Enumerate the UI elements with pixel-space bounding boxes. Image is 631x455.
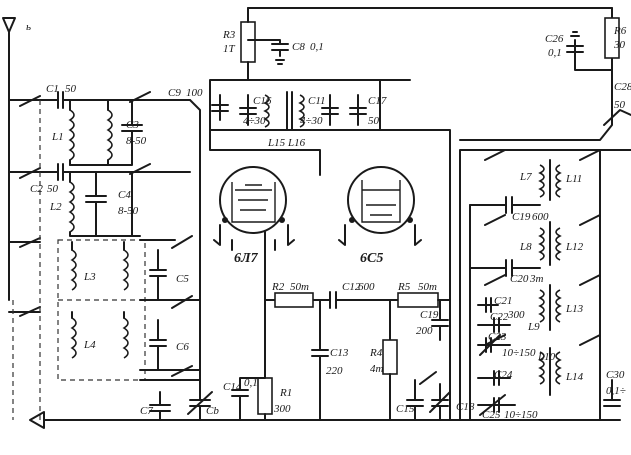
label-c13: C13: [330, 347, 349, 359]
label-l7: L7: [519, 171, 532, 183]
left-input-network: [8, 91, 621, 429]
tube1-label: 6Л7: [234, 251, 259, 266]
label-l12: L12: [565, 241, 584, 253]
label-c11-val: 4÷30: [300, 115, 323, 127]
label-c6: C6: [176, 341, 189, 353]
label-c16: C16: [253, 95, 272, 107]
label-c4: C4: [118, 189, 131, 201]
label-c2-val: 50: [47, 183, 59, 195]
label-r3: R3: [222, 29, 236, 41]
label-l15: L15: [267, 137, 286, 149]
label-c14-val: 0,1: [244, 377, 258, 389]
label-r6: R6: [613, 25, 627, 37]
tube-6l7: 6Л7: [213, 166, 295, 266]
label-l9: L9: [527, 321, 540, 333]
label-c8: C8: [292, 41, 305, 53]
label-c23: C23: [488, 331, 507, 343]
resistor-r4: [382, 339, 398, 375]
tube-6c5: 6С5: [338, 166, 422, 266]
component-labels: R3 1T C8 0,1 C26 0,1 R6 30 C28 50 C1 50 …: [30, 25, 631, 421]
label-r4-val: 4т: [370, 363, 384, 375]
label-r3-val: 1T: [223, 43, 236, 55]
label-c12: C12: [342, 281, 361, 293]
label-c5: C5: [176, 273, 189, 285]
label-c25: C25: [482, 409, 501, 421]
label-c13-val: 220: [326, 365, 343, 377]
label-c11: C11: [308, 95, 326, 107]
label-c20: C20: [510, 273, 529, 285]
antenna-mark: ь: [26, 21, 31, 33]
label-c16-val: 4÷30: [243, 115, 266, 127]
label-r1: R1: [279, 387, 292, 399]
tube2-label: 6С5: [360, 251, 383, 266]
label-l3: L3: [83, 271, 96, 283]
label-l1: L1: [51, 131, 64, 143]
top-supply: [209, 7, 631, 421]
label-r5: R5: [397, 281, 411, 293]
label-c19: C19: [420, 309, 439, 321]
label-r4: R4: [369, 347, 383, 359]
label-c25-val: 10÷150: [504, 409, 538, 421]
label-l16: L16: [287, 137, 306, 149]
label-r5-val: 50т: [418, 281, 437, 293]
label-r1-val: 300: [273, 403, 291, 415]
label-c19-val: 200: [416, 325, 433, 337]
label-c1: C1: [46, 83, 59, 95]
label-c18: C18: [456, 401, 475, 413]
label-r6-val: 30: [613, 39, 626, 51]
label-l8: L8: [519, 241, 532, 253]
label-l10: L10: [537, 351, 556, 363]
label-c14: C14: [223, 381, 242, 393]
resistor-r3: [240, 21, 256, 63]
label-c26: C26: [545, 33, 564, 45]
label-l2: L2: [49, 201, 62, 213]
label-c30-val: 0,1÷: [606, 385, 626, 397]
label-c3: C3: [126, 119, 139, 131]
label-c21: C21: [494, 295, 512, 307]
resistor-r1: [257, 377, 273, 415]
label-c26-val: 0,1: [548, 47, 562, 59]
label-c17-val: 50: [368, 115, 380, 127]
resistor-r6: [604, 17, 620, 59]
label-c30: C30: [606, 369, 625, 381]
label-l11: L11: [565, 173, 582, 185]
label-c17: C17: [368, 95, 387, 107]
audio-stage: [231, 231, 451, 421]
label-r2: R2: [271, 281, 285, 293]
label-r2-val: 50т: [290, 281, 309, 293]
resistor-r2: [274, 292, 314, 308]
label-c24: C24: [494, 369, 513, 381]
label-c3-val: 8-50: [126, 135, 147, 147]
antenna: ь: [2, 17, 31, 301]
label-c15: C15: [396, 403, 415, 415]
label-l14: L14: [565, 371, 584, 383]
label-c9-val: 100: [186, 87, 203, 99]
label-c20-val: 3т: [529, 273, 544, 285]
label-c1-val: 50: [65, 83, 77, 95]
label-c2: C2: [30, 183, 43, 195]
label-c8-val: 0,1: [310, 41, 324, 53]
label-c22-val: 300: [507, 309, 525, 321]
label-l4: L4: [83, 339, 96, 351]
resistor-r5: [397, 292, 439, 308]
label-c28-val: 50: [614, 99, 626, 111]
label-c4-val: 8-50: [118, 205, 139, 217]
label-c28: C28: [614, 81, 631, 93]
label-c12-val: 600: [358, 281, 375, 293]
label-c23-val: 10÷150: [502, 347, 536, 359]
label-c19b-val: 600: [532, 211, 549, 223]
label-c22: C22: [490, 311, 509, 323]
if-filter-network: [459, 149, 631, 421]
label-cb: Cb: [206, 405, 219, 417]
label-c9: C9: [168, 87, 181, 99]
label-l13: L13: [565, 303, 584, 315]
label-c19b: C19: [512, 211, 531, 223]
label-c7: C7: [140, 405, 153, 417]
